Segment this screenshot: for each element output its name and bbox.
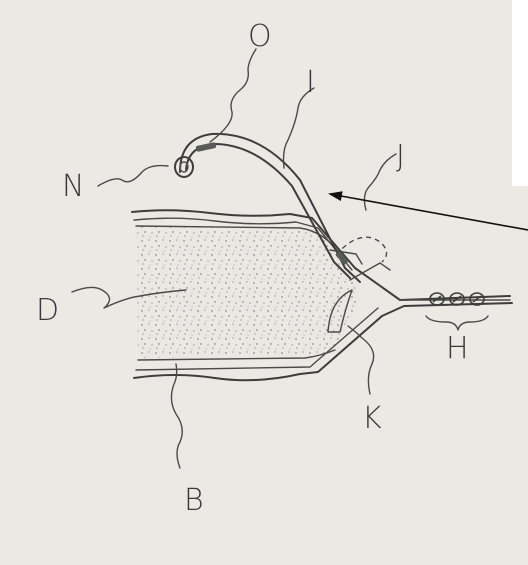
label-j: J xyxy=(396,139,405,174)
device-n-loop xyxy=(175,157,193,177)
leader-n xyxy=(98,166,168,186)
pointer-arrow xyxy=(330,194,528,230)
label-d: D xyxy=(36,293,59,328)
leader-o xyxy=(210,49,256,142)
element-o xyxy=(196,142,217,152)
leader-k xyxy=(348,326,374,394)
label-o: O xyxy=(248,19,272,54)
label-n: N xyxy=(62,169,84,204)
label-b: B xyxy=(184,483,204,518)
label-i: I xyxy=(306,65,315,100)
label-h: H xyxy=(446,331,469,366)
leader-b xyxy=(171,364,182,468)
label-k: K xyxy=(362,401,382,436)
bracket-h xyxy=(426,316,488,330)
leader-i xyxy=(284,88,315,168)
